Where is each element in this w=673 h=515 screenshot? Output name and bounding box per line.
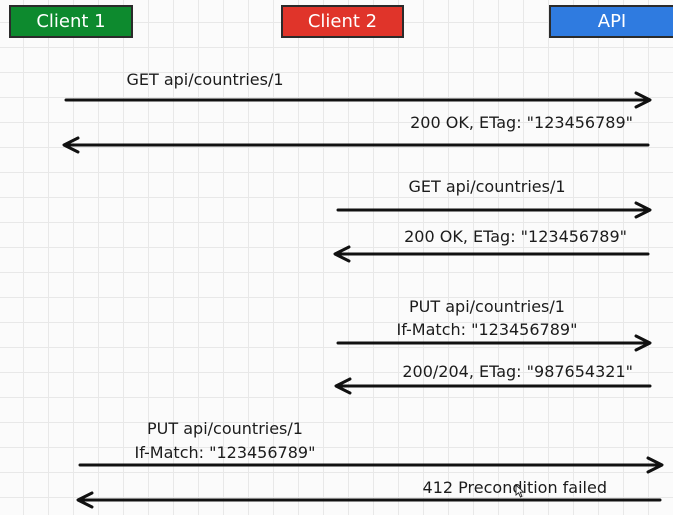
message-5-label-line-2: If-Match: "123456789" (396, 320, 578, 339)
message-4-label: 200 OK, ETag: "123456789" (404, 227, 627, 246)
message-2-label: 200 OK, ETag: "123456789" (410, 113, 633, 132)
arrow-message-3 (336, 201, 652, 219)
mouse-pointer-icon (515, 484, 525, 498)
arrow-message-1 (64, 91, 652, 109)
actor-client-1: Client 1 (9, 5, 133, 38)
actor-api: API (549, 5, 673, 38)
arrow-message-4 (333, 245, 650, 263)
arrow-message-8 (76, 491, 662, 509)
message-7-label-line-1: PUT api/countries/1 (147, 419, 303, 438)
message-8-label: 412 Precondition failed (422, 478, 607, 497)
arrow-message-2 (62, 136, 650, 154)
message-5-label-line-1: PUT api/countries/1 (409, 297, 565, 316)
arrow-message-6 (334, 377, 652, 395)
actor-client-2: Client 2 (281, 5, 404, 38)
message-3-label: GET api/countries/1 (408, 177, 566, 196)
message-6-label: 200/204, ETag: "987654321" (402, 362, 633, 381)
arrow-message-7 (78, 456, 664, 474)
message-1-label: GET api/countries/1 (126, 70, 284, 89)
arrow-message-5 (336, 334, 652, 352)
message-7-label-line-2: If-Match: "123456789" (134, 443, 316, 462)
